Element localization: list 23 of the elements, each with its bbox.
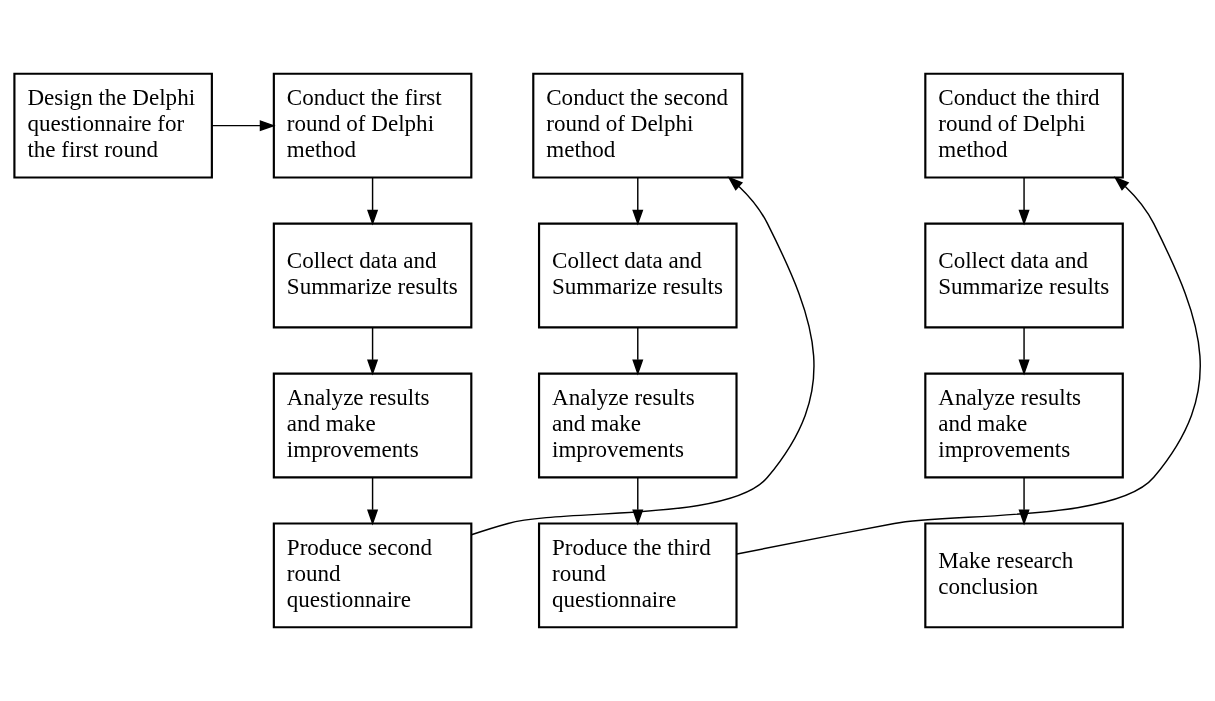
node-box: Collect data and Summarize results [924,222,1124,329]
arrow [367,176,379,226]
arrow [736,176,1201,555]
arrow [1018,326,1030,376]
arrow [1018,176,1030,226]
node-box: Produce the third round questionnaire [537,522,738,629]
arrow [367,326,379,376]
node-box: Make research conclusion [924,522,1124,629]
node-box: Design the Delphi questionnaire for the first round [13,72,213,179]
node-box: Analyze results and make improvements [924,372,1124,479]
arrow [211,120,276,132]
node-box: Analyze results and make improvements [537,372,738,479]
node-box: Conduct the second round of Delphi method [532,72,744,179]
arrow [470,176,815,536]
node-box: Analyze results and make improvements [272,372,473,479]
arrow [632,176,644,226]
arrow [367,476,379,526]
node-box: Collect data and Summarize results [537,222,738,329]
arrow [632,326,644,376]
node-box: Produce second round questionnaire [272,522,473,629]
node-box: Collect data and Summarize results [272,222,473,329]
node-box: Conduct the first round of Delphi method [272,72,473,179]
node-box: Conduct the third round of Delphi method [924,72,1124,179]
